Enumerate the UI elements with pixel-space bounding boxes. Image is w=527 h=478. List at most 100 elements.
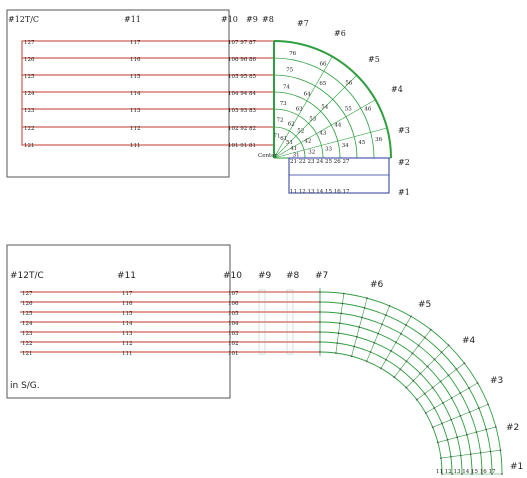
bottom-arc-marker [441, 422, 443, 425]
top-arc-number: 53 [309, 117, 316, 123]
bottom-value-c10: 106 [228, 301, 239, 307]
bottom-col-label-1: #1 [510, 462, 523, 472]
top-col-label-8: #8 [262, 15, 274, 24]
top-arc-number: 73 [280, 101, 287, 107]
bottom-arc-marker [405, 386, 408, 389]
bottom-arc-marker [319, 311, 321, 313]
bottom-value-c11: 117 [122, 291, 133, 297]
bottom-value-c12: 122 [22, 341, 33, 347]
bottom-arc-marker [459, 414, 462, 417]
bottom-arc-marker [358, 326, 361, 329]
bottom-arc-marker [429, 328, 432, 331]
bottom-arc-marker [459, 454, 462, 457]
bottom-arc-marker [411, 352, 414, 355]
top-arc-number: 72 [277, 118, 284, 124]
bottom-arc-marker [390, 350, 392, 352]
bottom-value-c12: 125 [22, 311, 33, 317]
bottom-arc-marker [417, 344, 420, 347]
bottom-arc-marker [450, 418, 453, 421]
bottom-arc-marker [450, 455, 452, 458]
bottom-arc-marker [441, 473, 443, 475]
bottom-col-label-12: #12T/C [10, 271, 44, 281]
bottom-arc-marker [405, 324, 407, 326]
bottom-arc-marker [419, 372, 422, 375]
bottom-arc-marker [335, 352, 337, 354]
bottom-arc-marker [355, 335, 358, 338]
bottom-arc-marker [485, 428, 487, 431]
bottom-arc-marker [353, 345, 356, 348]
bottom-value-c11: 112 [122, 341, 133, 347]
bottom-value-c11: 116 [122, 301, 133, 307]
bottom-arc-marker [336, 342, 339, 344]
top-col-label-9: #9 [246, 15, 258, 24]
bottom-value-c10: 107 [228, 291, 239, 297]
bottom-arc-marker [491, 473, 493, 475]
bottom-arc-marker [436, 441, 439, 444]
bottom-col-label-11: #11 [117, 271, 136, 281]
top-arc-spoke [273, 56, 333, 159]
bottom-col-label-10: #10 [223, 271, 242, 281]
top-red-rows [21, 40, 275, 146]
top-col-label-11: #11 [124, 15, 141, 24]
top-arc-numbers: 7666564636756555457464544434736353433372… [274, 51, 383, 159]
top-arc-number: 52 [297, 129, 304, 135]
top-col-label-12: #12T/C [8, 15, 39, 24]
top-arc-number: 71 [274, 133, 281, 139]
top-arc-number: 56 [345, 81, 352, 87]
top-value-c10: 107 97 87 [228, 40, 256, 46]
bottom-value-c10: 103 [228, 331, 239, 337]
top-arc-spoke [273, 127, 388, 159]
bottom-arc-spokes [319, 291, 503, 475]
top-blue-outline [288, 157, 390, 194]
bottom-arc-marker [388, 305, 391, 307]
top-row1-numbers: 11 12 13 14 15 16 17 [290, 189, 350, 195]
top-arc-number: 55 [345, 107, 352, 113]
top-value-c10: 101 91 81 [228, 143, 256, 149]
bottom-arc-marker [455, 368, 458, 371]
bottom-value-c11: 114 [122, 321, 133, 327]
top-diagram: #12T/C #11 #10 #9 #8 #7 #6 #5 #4 #3 #2 #… [6, 9, 410, 197]
bottom-arc-marker [431, 386, 434, 389]
top-value-c11: 114 [130, 91, 141, 97]
top-frame [6, 9, 230, 178]
bottom-arc-marker [381, 323, 383, 326]
top-value-c12: 124 [24, 91, 35, 97]
bottom-arc-marker [431, 426, 434, 429]
top-value-c11: 111 [130, 143, 141, 149]
bottom-arc-marker [469, 453, 472, 456]
top-arc-number: 31 [293, 153, 300, 159]
top-arc-number: 75 [286, 68, 293, 74]
top-col-label-4: #4 [391, 85, 403, 94]
top-value-c12: 123 [24, 108, 35, 114]
bottom-diagram: #12T/C #11 #10 #9 #8 #7 #6 #5 #4 #3 #2 #… [6, 244, 523, 475]
bottom-arc-marker [385, 358, 387, 361]
top-value-c10: 103 93 83 [228, 108, 256, 114]
bottom-row-values-c12: 127 126 125 124 123 122 121 [22, 291, 33, 357]
top-row-values-c12: 127 126 125 124 123 122 121 [24, 40, 35, 149]
bottom-arc-marker [468, 387, 470, 389]
bottom-arc-marker [447, 374, 450, 377]
top-arc-number: 46 [364, 107, 371, 113]
bottom-col-label-8: #8 [286, 271, 300, 281]
top-value-c12: 122 [24, 126, 35, 132]
bottom-value-c11: 115 [122, 311, 133, 317]
bottom-arc-marker [465, 433, 468, 436]
bottom-column-ticks [258, 289, 294, 355]
top-value-c10: 106 96 86 [228, 57, 256, 63]
bottom-col-label-5: #5 [418, 300, 431, 310]
bottom-arc-marker [405, 360, 408, 363]
bottom-arc-marker [319, 291, 321, 293]
bottom-arc-marker [433, 407, 436, 409]
bottom-arc-marker [319, 351, 321, 353]
bottom-value-c10: 101 [228, 351, 239, 357]
bottom-arc-marker [463, 362, 466, 365]
bottom-arc-marker [424, 412, 427, 414]
top-col-label-2: #2 [398, 158, 410, 167]
bottom-arc-marker [340, 312, 342, 315]
bottom-col-label-7: #7 [315, 271, 328, 281]
top-row-values-c11: 117 116 115 114 113 112 111 [130, 40, 141, 149]
top-value-c11: 112 [130, 126, 141, 132]
bottom-arc-marker [501, 473, 503, 475]
bottom-col-label-9: #9 [258, 271, 272, 281]
top-row-values-c10: 107 97 87 106 96 86 105 95 85 104 94 84 … [228, 40, 256, 149]
